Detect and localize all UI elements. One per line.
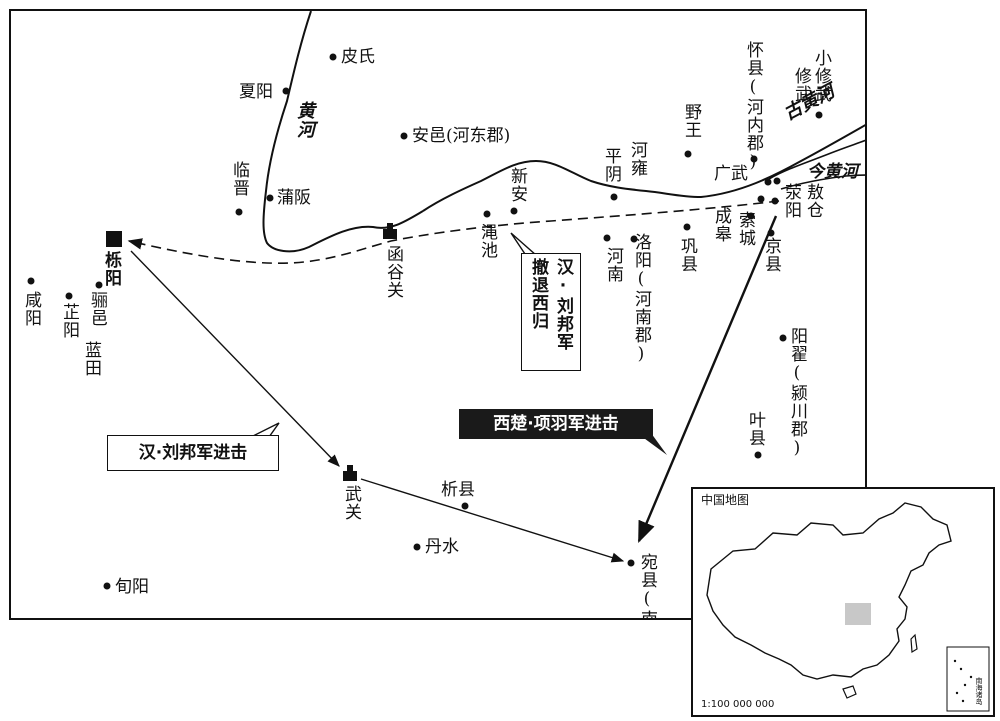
label-gongxian: 巩县 — [677, 237, 697, 273]
label-yueyang: 栎阳 — [101, 251, 121, 287]
jin-huanghe-branch — [780, 174, 865, 190]
han-retreat-callout: 汉·刘邦军撤退西归 — [521, 253, 581, 371]
dot-jingxian — [767, 229, 775, 237]
label-chenggao: 成皋 — [711, 207, 731, 243]
label-xixian: 析县 — [441, 480, 475, 500]
dot-xingyang — [771, 197, 779, 205]
dot-mianchi — [483, 210, 491, 218]
label-aocang: 敖仓 — [803, 183, 823, 219]
label-zhiyang: 芷阳 — [59, 303, 79, 339]
label-xingyang: 荥阳 — [781, 183, 801, 219]
inset-south-sea-label: 南海诸岛 — [975, 677, 983, 705]
label-guangwu: 广武 — [714, 164, 748, 184]
dot-liyi — [95, 281, 103, 289]
dot-zhiyang — [65, 292, 73, 300]
dot-guangwu — [764, 178, 772, 186]
label-xianyang: 咸阳 — [21, 291, 41, 327]
dot-xiaoxiuwu — [815, 111, 823, 119]
place-dots — [27, 53, 823, 590]
han-attack-route-2 — [360, 478, 625, 563]
dot-anyi — [400, 132, 408, 140]
yueyang-capital-square — [106, 231, 122, 247]
taiwan-island — [910, 633, 918, 654]
hainan-island — [842, 685, 857, 699]
wuguan-pass-icon — [343, 465, 357, 481]
dot-wanxian — [627, 559, 635, 567]
dot-xunyang — [103, 582, 111, 590]
dot-danshui — [413, 543, 421, 551]
label-huanghe-north: 黄河 — [294, 101, 315, 139]
south-sea-islands — [953, 659, 973, 703]
label-anyi: 安邑(河东郡) — [412, 126, 511, 146]
label-wanxian: 宛县(南阳郡) — [637, 553, 657, 620]
dot-pishi — [329, 53, 337, 61]
label-jin-huanghe: 今黄河 — [807, 162, 858, 182]
label-pishi: 皮氏 — [341, 47, 375, 67]
han-attack-route-1 — [130, 250, 340, 467]
dot-yangdi — [779, 334, 787, 342]
label-xiuwu: 修武 — [791, 67, 811, 103]
chu-attack-route — [637, 215, 778, 543]
dot-huaixian — [750, 155, 758, 163]
dot-puban — [266, 194, 274, 202]
south-sea-box — [946, 646, 990, 712]
label-xiaoxiuwu: 小修武 — [811, 49, 831, 103]
han-attack-callout-text: 汉·刘邦军进击 — [138, 443, 248, 463]
label-huaixian: 怀县(河内郡) — [743, 41, 763, 173]
han-retreat-callout-text: 汉·刘邦军撤退西归 — [528, 258, 573, 351]
label-heyong: 河雍 — [627, 141, 647, 177]
dot-henan — [603, 234, 611, 242]
label-xinan: 新安 — [507, 167, 527, 203]
label-yangdi: 阳翟(颍川郡) — [787, 327, 807, 459]
dot-yexian — [754, 451, 762, 459]
inset-scale: 1:100 000 000 — [701, 699, 775, 710]
huanghe-east-west — [422, 124, 865, 212]
huanghe-north-course — [262, 11, 424, 253]
han-attack-callout: 汉·刘邦军进击 — [107, 435, 279, 471]
dot-chenggao — [757, 195, 765, 203]
map-lines — [27, 11, 865, 590]
label-hanguguan: 函谷关 — [383, 245, 403, 299]
label-jingxian: 京县 — [761, 237, 781, 273]
label-mianchi: 渑池 — [477, 223, 497, 259]
dot-xinan — [510, 207, 518, 215]
dot-aocang — [773, 177, 781, 185]
label-xiayang: 夏阳 — [239, 82, 273, 102]
label-suocheng: 索城 — [735, 211, 755, 247]
label-liyi: 骊邑 — [87, 291, 107, 327]
han-retreat-route — [127, 200, 780, 265]
dot-luoyang — [630, 235, 638, 243]
dot-suocheng — [747, 212, 755, 220]
label-lantian: 蓝田 — [81, 341, 101, 377]
label-linjin: 临晋 — [229, 161, 249, 197]
dot-xiayang — [282, 87, 290, 95]
chu-attack-callout: 西楚·项羽军进击 — [459, 409, 653, 439]
label-henan: 河南 — [603, 247, 623, 283]
label-xunyang: 旬阳 — [115, 577, 149, 597]
dot-yewang — [684, 150, 692, 158]
hanguguan-pass-icon — [383, 223, 397, 239]
label-wuguan: 武关 — [341, 485, 361, 521]
dot-gongxian — [683, 223, 691, 231]
china-outline-svg — [706, 502, 990, 712]
dot-pingyin — [610, 193, 618, 201]
dot-xianyang — [27, 277, 35, 285]
label-yexian: 叶县 — [745, 411, 765, 447]
china-inset-map: 中国地图 1:100 000 000 南海诸岛 — [691, 487, 995, 717]
label-puban: 蒲阪 — [277, 188, 311, 208]
dot-xixian — [461, 502, 469, 510]
label-yewang: 野王 — [681, 103, 701, 139]
main-map: 皮氏 夏阳 临晋 蒲阪 安邑(河东郡) 栎阳 咸阳 芷阳 骊邑 蓝田 函谷关 渑… — [9, 9, 867, 620]
label-pingyin: 平阴 — [601, 147, 621, 183]
highlight-region — [845, 603, 871, 625]
label-danshui: 丹水 — [425, 537, 459, 557]
dot-linjin — [235, 208, 243, 216]
china-outline — [706, 502, 952, 680]
chu-attack-callout-text: 西楚·项羽军进击 — [493, 414, 619, 434]
label-luoyang: 洛阳(河南郡) — [631, 233, 651, 365]
gu-huanghe-branch — [768, 139, 865, 180]
inset-title: 中国地图 — [701, 493, 750, 507]
